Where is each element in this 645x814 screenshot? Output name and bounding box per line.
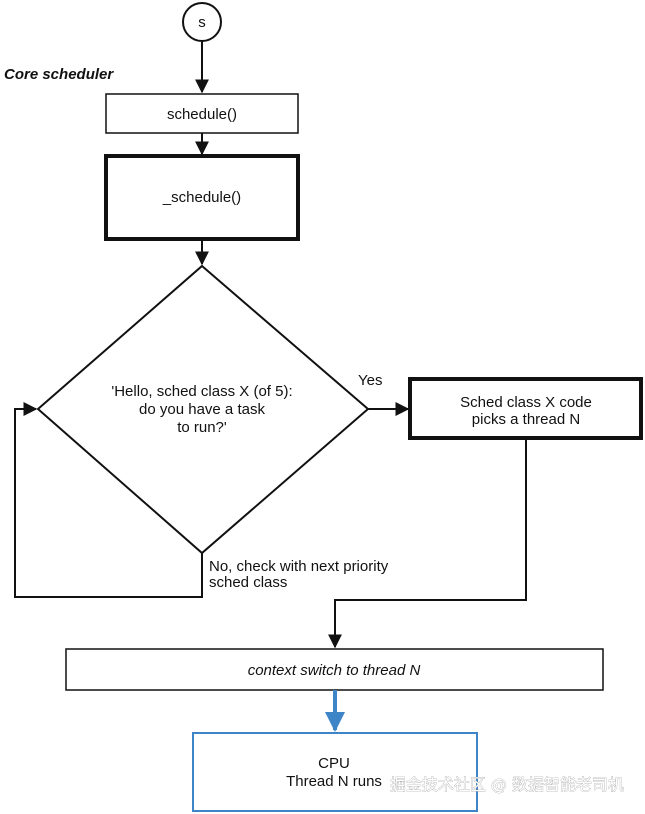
cpu-box: CPU Thread N runs	[192, 732, 478, 812]
watermark: 掘金技术社区 @ 数据智能老司机	[390, 775, 624, 794]
decision-line-3: to run?'	[177, 419, 227, 436]
sched-class-rect	[408, 377, 643, 440]
edge-no-loop	[14, 402, 203, 598]
cpu-line-1: CPU	[318, 755, 350, 772]
decision-line-1: 'Hello, sched class X (of 5):	[111, 383, 292, 400]
sched-class-line-2: picks a thread N	[472, 411, 580, 428]
sched-class-line-1: Sched class X code	[460, 394, 592, 411]
start-node: s	[182, 2, 222, 42]
edge-sched-to-context	[328, 440, 527, 649]
decision-diamond: 'Hello, sched class X (of 5): do you hav…	[36, 264, 370, 555]
section-label: Core scheduler	[4, 66, 114, 83]
schedule-rect	[105, 93, 299, 134]
context-switch-box: context switch to thread N	[65, 648, 604, 691]
schedule-box: schedule()	[105, 93, 299, 134]
cpu-rect	[192, 732, 478, 812]
decision-line-2: do you have a task	[139, 401, 265, 418]
underscore-schedule-box: _schedule()	[104, 154, 300, 241]
cpu-line-2: Thread N runs	[286, 773, 382, 790]
no-label-line-2: sched class	[209, 574, 287, 591]
underscore-schedule-label: _schedule()	[162, 189, 241, 206]
context-switch-label: context switch to thread N	[248, 662, 421, 679]
context-switch-rect	[65, 648, 604, 691]
sched-class-box: Sched class X code picks a thread N	[408, 377, 643, 440]
schedule-label: schedule()	[167, 106, 237, 123]
start-label: s	[198, 14, 206, 31]
underscore-schedule-rect	[104, 154, 300, 241]
no-label-line-1: No, check with next priority	[209, 558, 389, 575]
yes-label: Yes	[358, 372, 382, 389]
